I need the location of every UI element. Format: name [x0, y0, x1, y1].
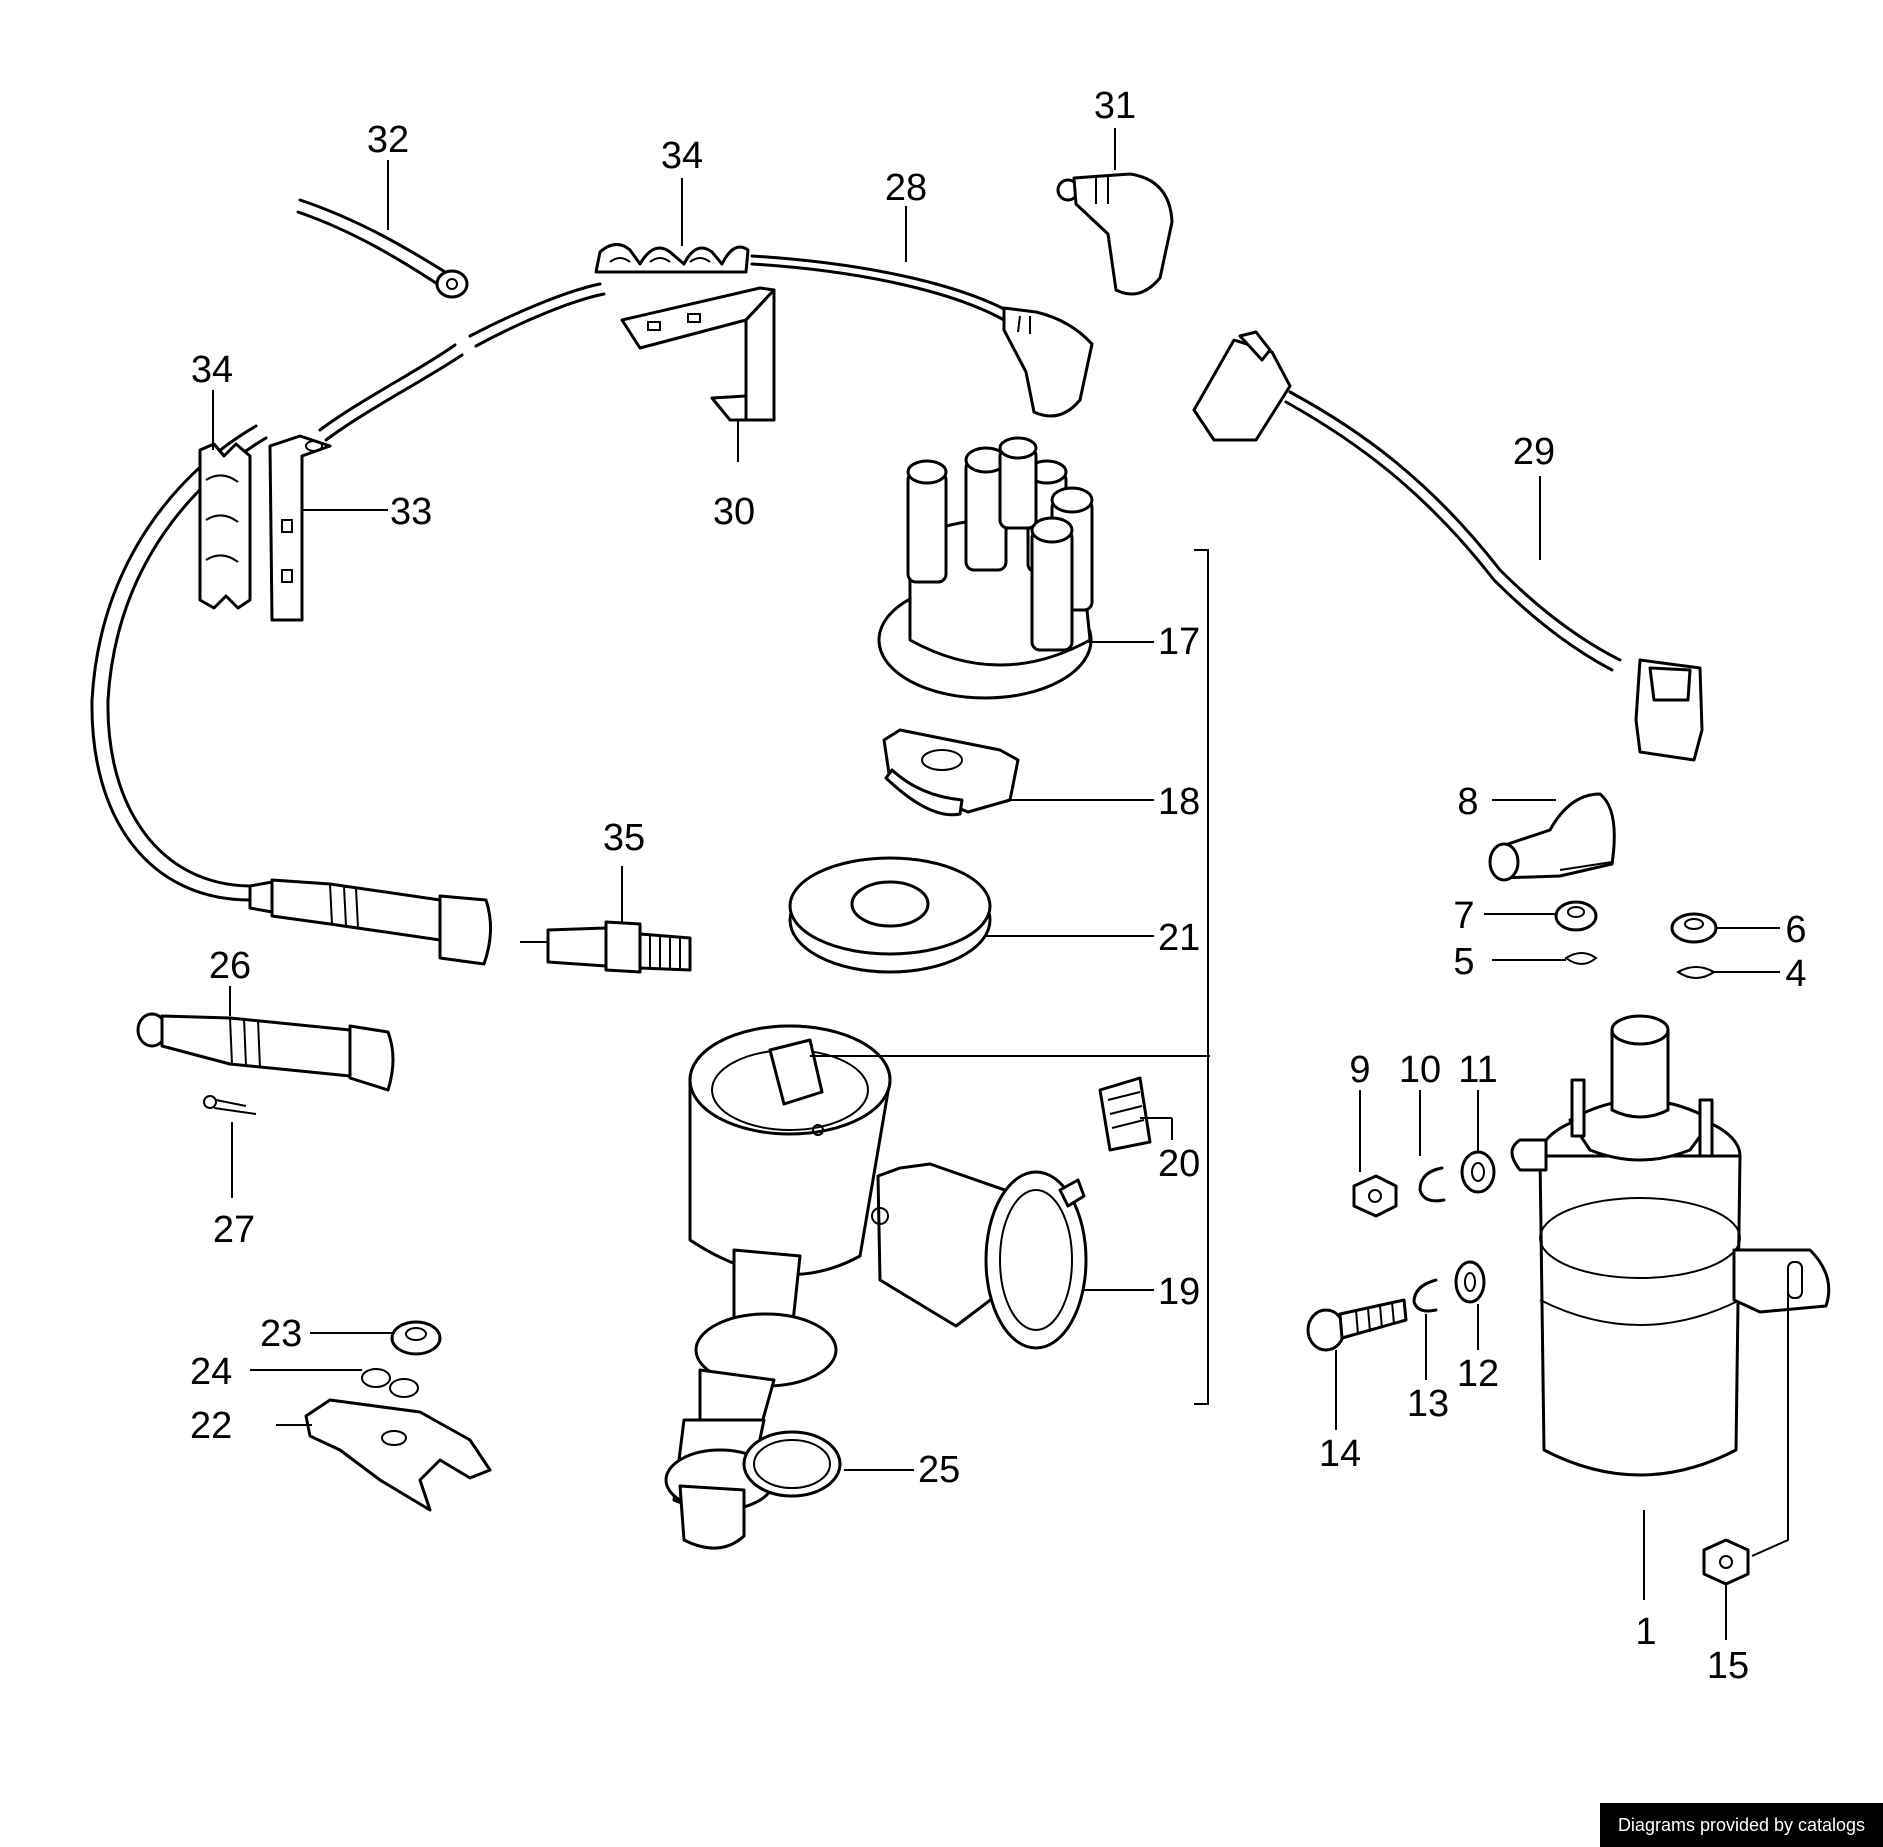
part-10-lock-washer [1418, 1166, 1446, 1203]
callout-22: 22 [190, 1405, 232, 1447]
callout-leaders [212, 128, 1789, 1640]
callout-28: 27 [213, 1209, 255, 1251]
callout-24: 24 [190, 1351, 232, 1393]
distributor-body [664, 1024, 892, 1550]
part-7-nut [1554, 900, 1598, 932]
callout-33: 33 [390, 491, 432, 533]
plug-lead-terminal [248, 878, 493, 966]
callout-11: 11 [1458, 1049, 1497, 1091]
callout-1: 1 [1635, 1611, 1656, 1653]
part-20-filter [1098, 1076, 1152, 1152]
part-34-wire-separator-left [198, 442, 252, 610]
callout-14: 14 [1319, 1433, 1361, 1475]
callout-27: 26 [209, 945, 251, 987]
part-27-suppressor-connector [136, 1012, 395, 1092]
part-33-mounting-strap [268, 434, 332, 622]
part-34-wire-separator-top [594, 243, 750, 274]
part-11-washer [1460, 1150, 1496, 1194]
callout-4: 4 [1785, 953, 1806, 995]
callout-8: 8 [1457, 781, 1478, 823]
part-14-bolt [1306, 1298, 1408, 1352]
callout-15: 15 [1707, 1645, 1749, 1687]
part-4-lock-washer [1676, 966, 1716, 979]
callout-31: 29 [1513, 431, 1555, 473]
callout-19: 19 [1158, 1271, 1200, 1313]
callout-35: 35 [603, 817, 645, 859]
part-21-dust-shield [788, 856, 992, 974]
callout-21: 21 [1158, 917, 1200, 959]
credit-badge: Diagrams provided by catalogs parts [1600, 1803, 1883, 1847]
part-9-nut [1352, 1174, 1398, 1218]
part-31-coil-lead [1192, 330, 1704, 762]
part-26-ignition-lead [750, 254, 1094, 418]
part-8-rubber-boot [1488, 792, 1616, 882]
part-5-lock-washer [1564, 952, 1598, 965]
callout-18: 18 [1158, 781, 1200, 823]
callout-25: 25 [918, 1449, 960, 1491]
callout-7: 7 [1453, 895, 1474, 937]
part-15-nut [1702, 1538, 1750, 1586]
part-12-washer [1454, 1260, 1486, 1304]
callout-30: 32 [367, 119, 409, 161]
part-18-rotor [882, 728, 1020, 817]
callout-32: 30 [713, 491, 755, 533]
callout-10: 10 [1399, 1049, 1441, 1091]
callout-13: 13 [1407, 1383, 1449, 1425]
callout-17: 17 [1158, 621, 1200, 663]
ignition-lead-harness [90, 282, 606, 902]
callout-34-top: 34 [661, 135, 703, 177]
part-30-cable-tie [296, 198, 469, 299]
part-19-vacuum-unit [871, 1162, 1088, 1350]
part-23-nut [390, 1320, 442, 1356]
part-24-washer [361, 1368, 419, 1398]
callout-6: 6 [1785, 909, 1806, 951]
part-29-plug-connector [1056, 172, 1174, 296]
part-32-bracket [620, 286, 776, 422]
callout-20: 20 [1158, 1143, 1200, 1185]
part-22-clamp-plate [304, 1398, 492, 1512]
callout-labels: 32 34 28 31 34 33 30 29 17 18 21 20 19 2… [190, 85, 1807, 1687]
part-35-spark-plug [520, 920, 692, 974]
part-6-nut [1670, 912, 1718, 944]
callout-26: 28 [885, 167, 927, 209]
part-25-o-ring [742, 1430, 842, 1498]
callout-9: 9 [1349, 1049, 1370, 1091]
part-28-clip [203, 1095, 257, 1115]
callout-23: 23 [260, 1313, 302, 1355]
part-1-ignition-coil [1510, 1014, 1831, 1477]
part-13-lock-washer [1412, 1278, 1438, 1313]
part-17-distributor-cap [877, 436, 1094, 700]
callout-12: 12 [1457, 1353, 1499, 1395]
callout-34-left: 34 [191, 349, 233, 391]
callout-29: 31 [1094, 85, 1136, 127]
callout-5: 5 [1453, 941, 1474, 983]
